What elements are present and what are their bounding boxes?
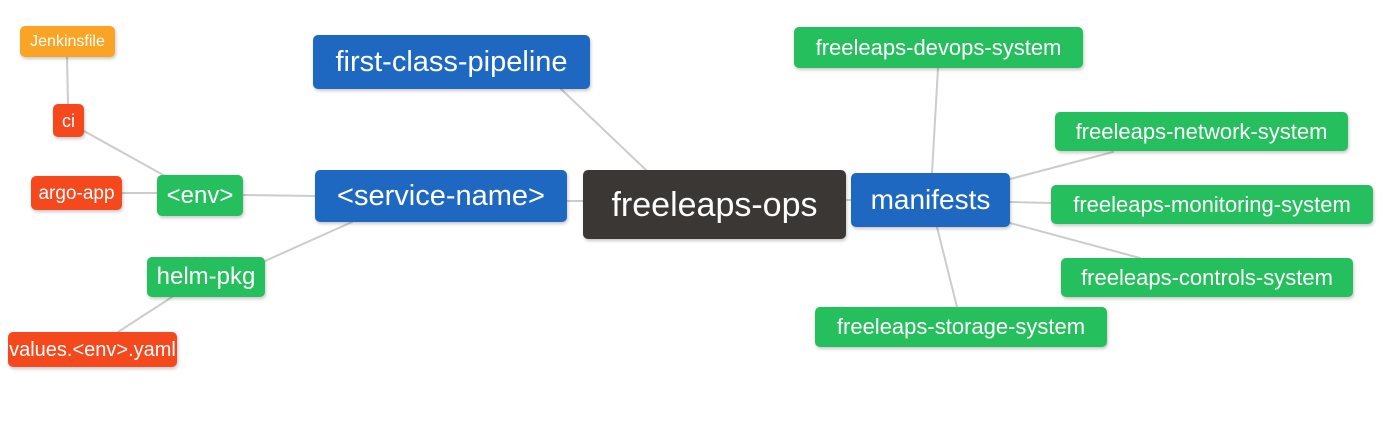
node-freeleaps-controls-system[interactable]: freeleaps-controls-system	[1061, 258, 1353, 297]
node-label: values.<env>.yaml	[9, 338, 176, 361]
edge-manifests-to-freeleaps-storage-system	[936, 226, 958, 308]
node-label: ci	[62, 110, 75, 131]
node-freeleaps-devops-system[interactable]: freeleaps-devops-system	[794, 27, 1083, 68]
node-freeleaps-network-system[interactable]: freeleaps-network-system	[1055, 112, 1348, 151]
edge-manifests-to-freeleaps-devops-system	[931, 67, 939, 174]
node-manifests[interactable]: manifests	[851, 173, 1010, 227]
edge-first-class-pipeline-to-freeleaps-ops	[560, 88, 647, 171]
edge-helm-pkg-to-values-env-yaml	[117, 296, 173, 333]
node-ci[interactable]: ci	[53, 104, 84, 137]
node-label: freeleaps-network-system	[1075, 118, 1328, 144]
node-first-class-pipeline[interactable]: first-class-pipeline	[313, 35, 590, 89]
node-label: freeleaps-storage-system	[836, 314, 1086, 339]
edge-env-to-service-name	[242, 194, 316, 197]
node-freeleaps-monitoring-system[interactable]: freeleaps-monitoring-system	[1051, 185, 1373, 224]
node-env[interactable]: <env>	[157, 175, 243, 216]
node-values-env-yaml[interactable]: values.<env>.yaml	[8, 332, 177, 367]
node-label: first-class-pipeline	[335, 45, 568, 78]
node-jenkinsfile[interactable]: Jenkinsfile	[20, 26, 115, 57]
edge-service-name-to-helm-pkg	[264, 221, 353, 262]
node-service-name[interactable]: <service-name>	[315, 170, 567, 222]
node-argo-app[interactable]: argo-app	[31, 176, 122, 210]
node-freeleaps-storage-system[interactable]: freeleaps-storage-system	[815, 307, 1107, 347]
node-helm-pkg[interactable]: helm-pkg	[147, 257, 265, 297]
node-label: freeleaps-controls-system	[1081, 264, 1333, 290]
edge-manifests-to-freeleaps-network-system	[1009, 151, 1114, 180]
edge-manifests-to-freeleaps-monitoring-system	[1009, 201, 1052, 204]
node-label: <service-name>	[337, 179, 545, 212]
node-label: Jenkinsfile	[30, 32, 105, 50]
node-freeleaps-ops[interactable]: freeleaps-ops	[583, 170, 846, 239]
node-label: <env>	[166, 181, 234, 209]
edge-manifests-to-freeleaps-controls-system	[1009, 222, 1141, 259]
node-label: manifests	[870, 184, 991, 215]
edge-ci-to-env	[83, 130, 166, 177]
node-label: argo-app	[38, 182, 115, 204]
node-label: helm-pkg	[156, 263, 256, 290]
node-label: freeleaps-ops	[611, 185, 818, 224]
node-label: freeleaps-devops-system	[815, 34, 1062, 60]
edge-jenkinsfile-to-ci	[66, 56, 69, 105]
node-label: freeleaps-monitoring-system	[1073, 191, 1351, 217]
